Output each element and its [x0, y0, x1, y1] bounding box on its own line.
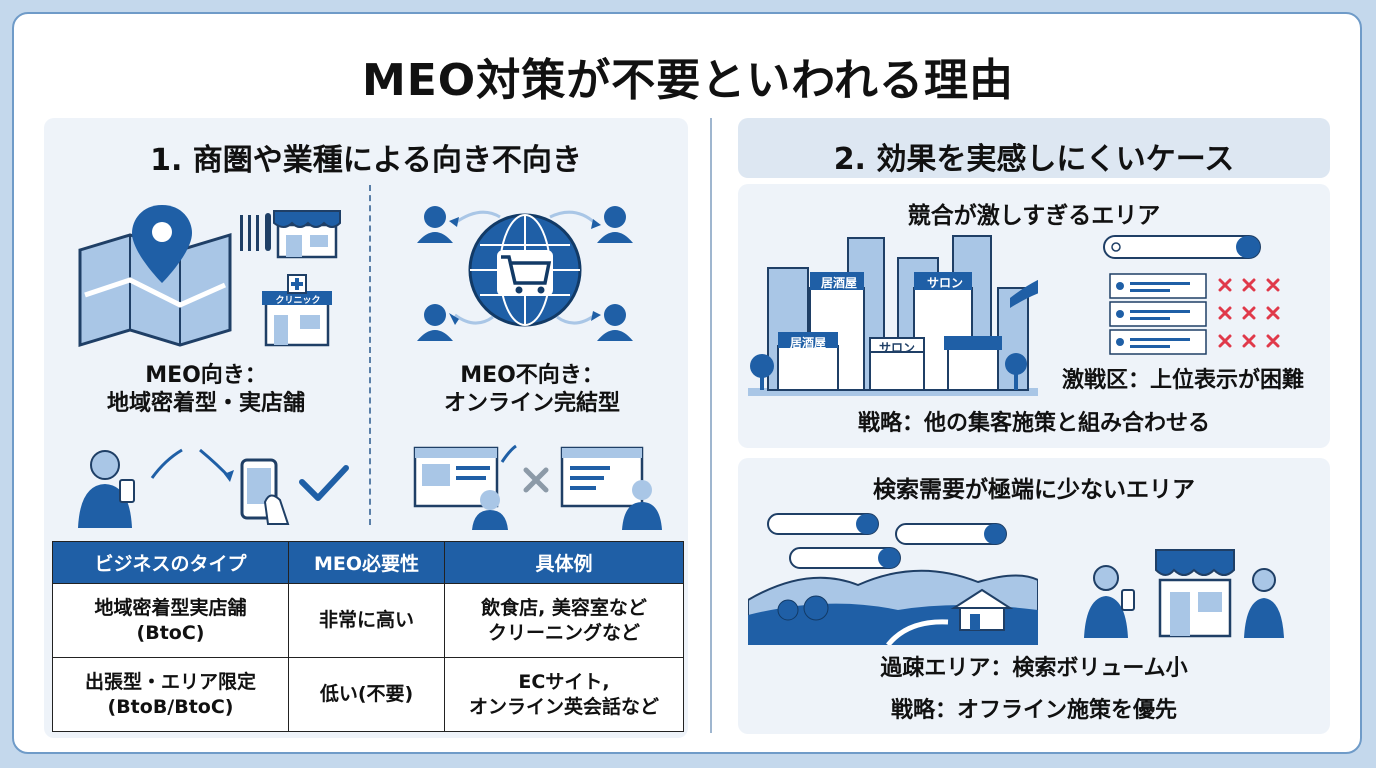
table-header: 具体例 — [444, 541, 684, 584]
online-business-illustration — [417, 206, 633, 341]
shop-icon — [273, 210, 341, 259]
person-icon — [622, 480, 662, 530]
dashed-divider — [369, 185, 371, 525]
shop-icon — [777, 287, 999, 391]
table-header: MEO必要性 — [288, 541, 445, 584]
table-cell: ECサイト,オンライン英会話など — [444, 657, 684, 732]
table-row: 出張型・エリア限定(BtoB/BtoC) 低い(不要) ECサイト,オンライン英… — [52, 657, 684, 732]
clinic-sign: クリニック — [275, 296, 321, 306]
table-cell: 低い(不要) — [288, 657, 445, 732]
izakaya-sign: 居酒屋 — [820, 276, 857, 290]
dense-city-illustration — [748, 235, 1038, 396]
right-heading: 2. 効果を実感しにくいケース — [833, 142, 1235, 177]
result-list — [1109, 273, 1207, 355]
checkmark-icon — [299, 465, 349, 501]
rural-area-illustration — [748, 513, 1038, 645]
table-header: ビジネスのタイプ — [52, 541, 289, 584]
case2-strategy: 戦略：オフライン施策を優先 — [890, 698, 1177, 723]
table-cell: 地域密着型実店舗(BtoC) — [52, 583, 289, 658]
case1-result: 激戦区：上位表示が困難 — [1061, 368, 1304, 393]
table-cell: 非常に高い — [288, 583, 445, 658]
salon-sign: サロン — [878, 341, 915, 355]
restaurant-icon — [240, 213, 271, 251]
person-icon — [78, 450, 135, 528]
page-title: MEO対策が不要といわれる理由 — [361, 55, 1015, 106]
tree-icon — [777, 595, 829, 621]
tree-icon — [750, 353, 1027, 390]
smartphone-icon — [240, 458, 290, 525]
growth-arrow-icon — [1010, 279, 1038, 308]
table-cell: 出張型・エリア限定(BtoB/BtoC) — [52, 657, 289, 732]
location-pin-icon — [1116, 282, 1124, 346]
house-icon — [950, 588, 1014, 631]
shop-icon — [1155, 549, 1235, 638]
map-icon — [78, 232, 232, 348]
suited-label: MEO向き： 地域密着型・実店舗 — [106, 363, 305, 416]
salon-sign: サロン — [926, 276, 963, 290]
right-heading-panel — [738, 118, 1330, 178]
search-results-illustration — [1103, 235, 1280, 355]
online-browsing-illustration — [413, 444, 662, 530]
search-bar — [767, 513, 1007, 569]
person-icon — [472, 490, 508, 530]
izakaya-sign: 居酒屋 — [789, 336, 826, 350]
local-shop-illustration — [1084, 549, 1284, 638]
case1-title: 競合が激しすぎるエリア — [907, 203, 1161, 229]
unsuited-label: MEO不向き： オンライン完結型 — [443, 363, 620, 416]
case1-strategy: 戦略：他の集客施策と組み合わせる — [857, 411, 1210, 436]
search-bar — [1103, 235, 1261, 259]
cross-icon — [1218, 278, 1280, 348]
case2-result: 過疎エリア：検索ボリューム小 — [880, 656, 1188, 681]
location-pin-icon — [132, 205, 192, 283]
cross-icon — [523, 467, 549, 493]
local-business-illustration — [78, 205, 341, 348]
business-type-table: ビジネスのタイプ MEO必要性 具体例 地域密着型実店舗(BtoC) 非常に高い… — [52, 541, 684, 732]
case2-title: 検索需要が極端に少ないエリア — [873, 477, 1195, 503]
table-row: 地域密着型実店舗(BtoC) 非常に高い 飲食店, 美容室などクリーニングなど — [52, 583, 684, 658]
table-cell: 飲食店, 美容室などクリーニングなど — [444, 583, 684, 658]
left-heading: 1. 商圏や業種による向き不向き — [150, 143, 582, 178]
person-icon — [1244, 568, 1284, 638]
smartphone-search-illustration — [78, 448, 349, 528]
user-icon — [417, 206, 633, 341]
search-icon — [1111, 242, 1121, 252]
person-icon — [1084, 565, 1135, 638]
shopping-cart-icon — [497, 250, 553, 296]
arrow-icon — [150, 448, 183, 479]
center-divider — [710, 118, 712, 733]
exchange-arrows — [454, 210, 597, 325]
browser-window-icon — [560, 446, 644, 508]
clinic-icon — [262, 274, 332, 347]
